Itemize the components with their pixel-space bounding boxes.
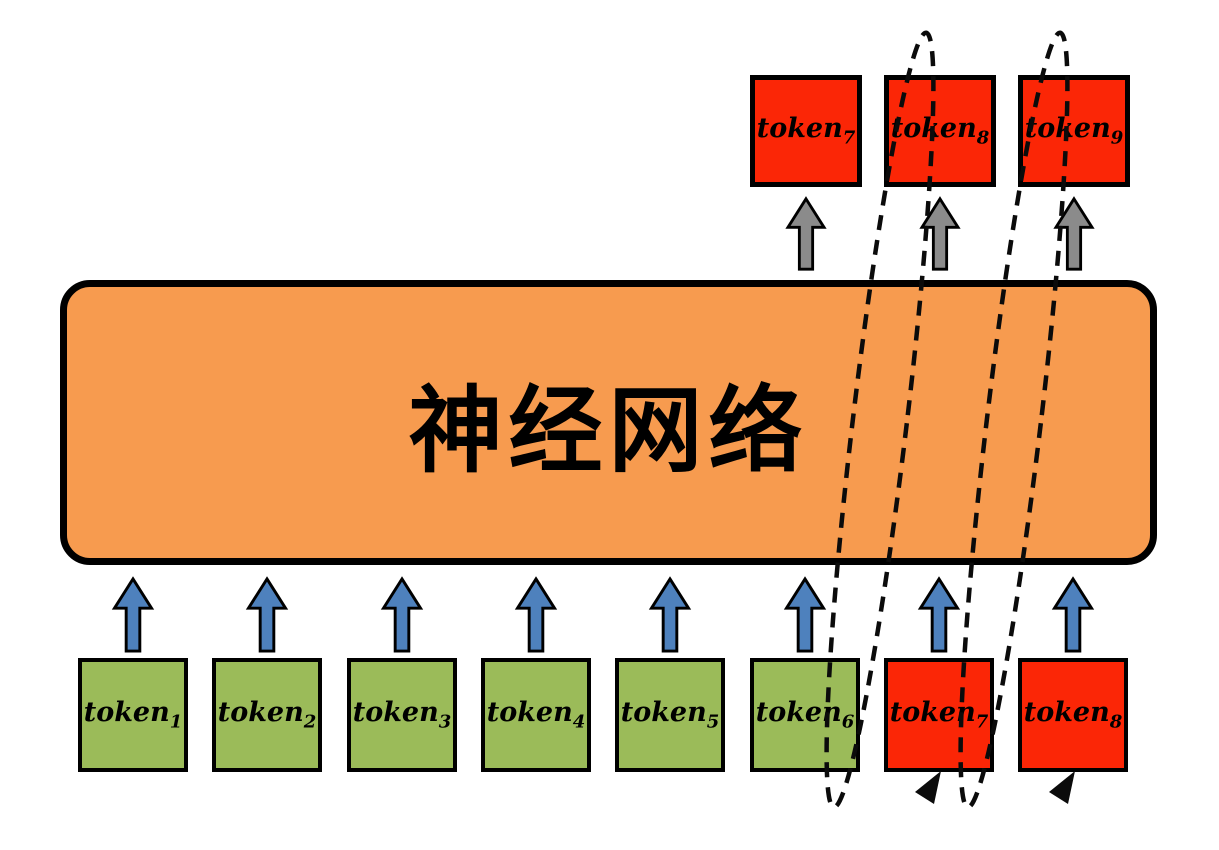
input-token-6: token6 xyxy=(750,658,860,772)
input-token-8-label: token8 xyxy=(1023,697,1123,733)
output-token-7-label: token7 xyxy=(756,113,856,149)
output-arrow-7 xyxy=(784,196,828,272)
input-arrow-7 xyxy=(917,576,961,654)
input-token-6-label: token6 xyxy=(755,697,855,733)
up-arrow-icon xyxy=(1051,576,1095,653)
network-title: 神经网络 xyxy=(408,376,809,486)
input-arrow-6 xyxy=(783,576,827,654)
input-token-4-label: token4 xyxy=(486,697,586,733)
input-arrow-8 xyxy=(1051,576,1095,654)
input-token-2: token2 xyxy=(212,658,322,772)
up-arrow-icon xyxy=(514,576,558,653)
input-token-1-label: token1 xyxy=(83,697,183,733)
output-arrow-9 xyxy=(1052,196,1096,272)
output-token-8-label: token8 xyxy=(890,113,990,149)
output-arrow-8 xyxy=(918,196,962,272)
up-arrow-icon xyxy=(917,576,961,653)
up-arrow-icon xyxy=(111,576,155,653)
input-token-8: token8 xyxy=(1018,658,1128,772)
input-token-3: token3 xyxy=(347,658,457,772)
up-arrow-icon xyxy=(648,576,692,653)
input-arrow-4 xyxy=(514,576,558,654)
input-arrow-5 xyxy=(648,576,692,654)
input-token-5: token5 xyxy=(615,658,725,772)
input-token-1: token1 xyxy=(78,658,188,772)
output-token-9: token9 xyxy=(1018,75,1130,187)
up-arrow-icon xyxy=(1053,196,1095,271)
input-token-7-label: token7 xyxy=(889,697,989,733)
feedback-loop-token7-arrowhead xyxy=(915,771,941,804)
up-arrow-icon xyxy=(245,576,289,653)
input-token-7: token7 xyxy=(884,658,994,772)
input-arrow-3 xyxy=(380,576,424,654)
input-token-5-label: token5 xyxy=(620,697,720,733)
up-arrow-icon xyxy=(783,576,827,653)
up-arrow-icon xyxy=(919,196,961,271)
output-token-7: token7 xyxy=(750,75,862,187)
up-arrow-icon xyxy=(785,196,827,271)
neural-network-box: 神经网络 xyxy=(60,280,1157,565)
input-token-4: token4 xyxy=(481,658,591,772)
output-token-9-label: token9 xyxy=(1024,113,1124,149)
up-arrow-icon xyxy=(380,576,424,653)
feedback-loop-token8-arrowhead xyxy=(1049,771,1075,804)
input-token-3-label: token3 xyxy=(352,697,452,733)
output-token-8: token8 xyxy=(884,75,996,187)
input-arrow-2 xyxy=(245,576,289,654)
input-arrow-1 xyxy=(111,576,155,654)
input-token-2-label: token2 xyxy=(217,697,317,733)
